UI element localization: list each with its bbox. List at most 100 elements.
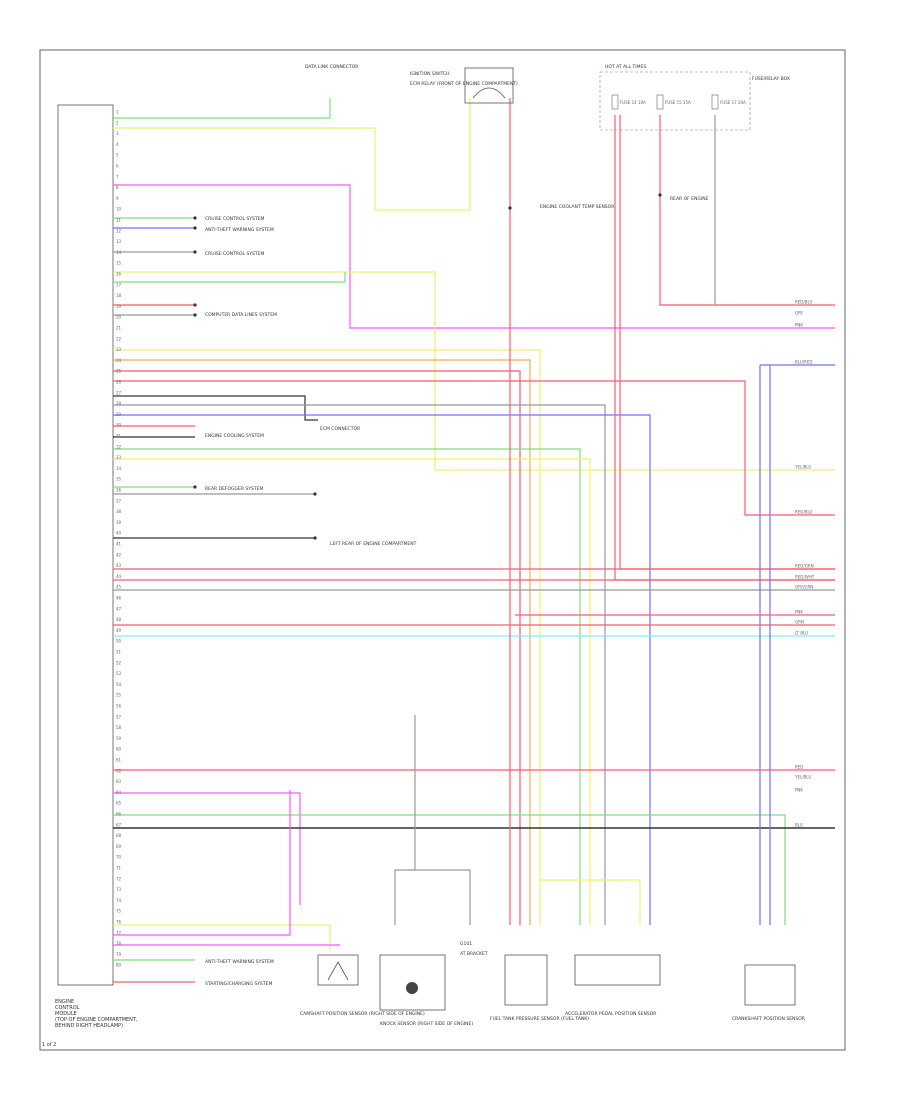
ecm-pin-number: 78 <box>116 941 122 946</box>
ignition-switch-label: IGNITION SWITCH <box>410 71 450 77</box>
bottom-components <box>317 954 796 1011</box>
ecm-pin-number: 49 <box>116 628 122 633</box>
ignition-switch-box <box>464 67 514 104</box>
fuse-box-label: FUSE/RELAY BOX <box>752 76 790 82</box>
ecm-pin-number: 76 <box>116 920 122 925</box>
ecm-pin-number: 29 <box>116 412 122 417</box>
note-antitheft: ANTI-THEFT WARNING SYSTEM <box>205 227 274 233</box>
top-center-label: DATA LINK CONNECTOR <box>305 64 358 70</box>
ecm-pin-number: 56 <box>116 704 122 709</box>
wire <box>113 359 531 925</box>
right-wire-label: PNK <box>795 610 803 615</box>
right-wire-label: YEL/BLU <box>794 465 811 470</box>
ecm-pin-number: 69 <box>116 844 122 849</box>
note-comp-data: COMPUTER DATA LINES SYSTEM <box>205 312 277 318</box>
ecm-title-4: (TOP OF ENGINE COMPARTMENT, <box>55 1017 138 1023</box>
wire <box>113 272 346 283</box>
ecm-pin-number: 45 <box>116 585 122 590</box>
wire <box>113 404 606 925</box>
ignition-switch-symbol <box>472 87 506 99</box>
ecm-pin-number: 52 <box>116 660 122 665</box>
ecm-pin-number: 53 <box>116 671 122 676</box>
wire <box>619 115 835 570</box>
right-wire-label: RED/WHT <box>795 575 815 580</box>
ecm-pin-number: 2 <box>116 120 119 125</box>
ecm-title-3: MODULE <box>55 1011 77 1017</box>
frame-label: 1 of 2 <box>42 1042 56 1048</box>
right-wire-label: BLU/RED <box>795 360 812 365</box>
ecm-pin-number: 59 <box>116 736 122 741</box>
ecm-module <box>57 104 114 986</box>
fuse-a <box>611 94 619 110</box>
ecm-pin-number: 37 <box>116 498 122 503</box>
ecm-pin-number: 68 <box>116 833 122 838</box>
fuse-relay-box <box>599 71 751 131</box>
ecm-pin-number: 16 <box>116 272 122 277</box>
ecm-pin-number: 50 <box>116 639 122 644</box>
ecm-pin-number: 36 <box>116 488 122 493</box>
right-wire-label: RED/BLU <box>795 300 813 305</box>
bottom-label-fuel: FUEL TANK PRESSURE SENSOR (FUEL TANK) <box>490 1016 589 1022</box>
note-engine-cooling: ENGINE COOLING SYSTEM <box>205 433 264 439</box>
ecm-pin-number: 70 <box>116 855 122 860</box>
note-bottom-engine: AT BRACKET <box>460 951 488 957</box>
ecm-pin-number: 77 <box>116 930 122 935</box>
ecm-pin-number: 13 <box>116 239 122 244</box>
ecm-pin-number: 44 <box>116 574 122 579</box>
ecm-pin-number: 3 <box>116 131 119 136</box>
wire <box>113 184 835 329</box>
ecm-pin-number: 73 <box>116 887 122 892</box>
ecm-pin-number: 9 <box>116 196 119 201</box>
ecm-pin-number: 28 <box>116 401 122 406</box>
wires <box>113 98 835 983</box>
crankshaft-sensor-box <box>744 964 796 1006</box>
fuse-b <box>656 94 664 110</box>
ecm-title: ENGINE <box>55 999 74 1005</box>
ecm-pin-number: 60 <box>116 747 122 752</box>
accel-pedal-sensor-box <box>574 954 661 986</box>
wire <box>113 395 318 421</box>
ecm-pin-number: 31 <box>116 434 122 439</box>
wire <box>113 458 591 925</box>
top-components <box>464 67 751 131</box>
note-rear-of-engine: REAR OF ENGINE <box>670 196 709 202</box>
ecm-pin-number: 18 <box>116 293 122 298</box>
ecm-pin-number: 30 <box>116 423 122 428</box>
bottom-label-knock: KNOCK SENSOR (RIGHT SIDE OF ENGINE) <box>380 1021 473 1027</box>
ecm-pin-number: 80 <box>116 963 122 968</box>
ecm-pin-number: 46 <box>116 596 122 601</box>
wire <box>394 715 416 925</box>
ecm-pin-number: 33 <box>116 455 122 460</box>
ecm-pin-number: 40 <box>116 531 122 536</box>
ecm-pin-number: 7 <box>116 174 119 179</box>
connector-dot <box>193 226 197 230</box>
fuse-a-label: FUSE 14 10A <box>620 100 646 105</box>
right-wire-label: PNK <box>795 788 803 793</box>
ecm-pin-number: 74 <box>116 898 122 903</box>
note-engine-rear: ENGINE COOLANT TEMP SENSOR <box>540 204 614 210</box>
wire <box>113 349 541 925</box>
wire <box>113 792 301 905</box>
ecm-pin-number: 48 <box>116 617 122 622</box>
ecm-pin-number: 6 <box>116 164 119 169</box>
ecm-relay-label: ECM RELAY (FRONT OF ENGINE COMPARTMENT) <box>410 81 518 87</box>
note-rear-defog: REAR DEFOGGER SYSTEM <box>205 486 263 492</box>
ecm-pin-number: 79 <box>116 952 122 957</box>
wire <box>614 115 835 581</box>
connector-dot <box>193 250 197 254</box>
bottom-label-accel: ACCELERATOR PEDAL POSITION SENSOR <box>565 1011 656 1017</box>
ecm-pin-number: 8 <box>116 185 119 190</box>
note-cruise2: CRUISE CONTROL SYSTEM <box>205 251 264 257</box>
ecm-pin-number: 71 <box>116 866 122 871</box>
camshaft-sensor-symbol <box>327 961 349 981</box>
ecm-pin-number: 38 <box>116 509 122 514</box>
right-wire-label: GRY <box>795 311 804 316</box>
ecm-pin-number: 14 <box>116 250 122 255</box>
ecm-pin-number: 51 <box>116 650 122 655</box>
ecm-title-5: BEHIND RIGHT HEADLAMP) <box>55 1023 123 1029</box>
wire <box>113 380 835 516</box>
fuse-b-label: FUSE 15 15A <box>665 100 691 105</box>
right-wire-label: GRY/GRN <box>795 585 813 590</box>
wire <box>113 790 291 936</box>
